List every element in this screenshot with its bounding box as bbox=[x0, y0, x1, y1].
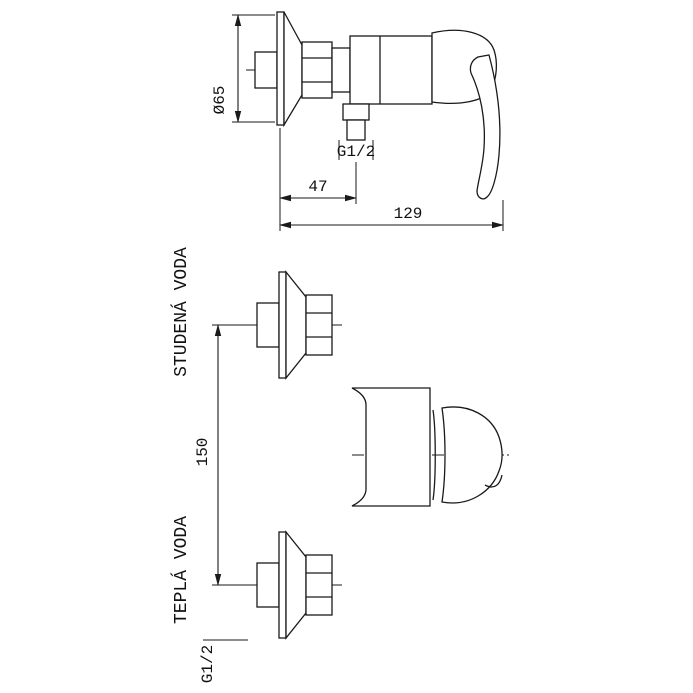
supply-pipe-stub bbox=[256, 302, 280, 348]
lever-tip-curve bbox=[484, 474, 503, 488]
cold-water-label: STUDENÁ VODA bbox=[170, 247, 192, 377]
cap-seam-line bbox=[432, 409, 436, 501]
lever-handle-front bbox=[441, 406, 503, 504]
cold-water-connection bbox=[250, 270, 344, 380]
front-view bbox=[250, 270, 512, 640]
mixer-body-front bbox=[351, 387, 431, 507]
side-view bbox=[246, 11, 501, 200]
supply-thread-label: G1/2 bbox=[199, 645, 217, 683]
wall-plate bbox=[278, 271, 287, 379]
flange-cone bbox=[283, 11, 303, 128]
hot-water-connection bbox=[250, 530, 344, 640]
hex-nut bbox=[305, 294, 333, 356]
dim-depth-label: 129 bbox=[394, 205, 423, 223]
outlet-boss bbox=[342, 103, 370, 121]
outlet-thread-label: G1/2 bbox=[337, 143, 375, 161]
flange-cone bbox=[285, 530, 307, 640]
lever-handle-side bbox=[469, 54, 501, 200]
hex-nut bbox=[301, 41, 333, 99]
hot-water-label: TEPLÁ VODA bbox=[170, 516, 192, 624]
dim-offset-label: 47 bbox=[308, 178, 327, 196]
dimensions: Ø65 G1/2 47 129 150 G1/2 STUDENÁ VODA bbox=[170, 14, 504, 683]
wall-plate bbox=[276, 11, 285, 126]
outlet-thread bbox=[346, 119, 366, 141]
dim-diameter-label: Ø65 bbox=[211, 86, 229, 115]
hex-nut bbox=[305, 554, 333, 616]
mixer-body-side bbox=[349, 35, 433, 105]
flange-cone bbox=[285, 270, 307, 380]
supply-pipe-stub bbox=[254, 51, 278, 89]
dim-spacing-label: 150 bbox=[194, 438, 212, 467]
wall-plate bbox=[278, 531, 287, 639]
body-neck bbox=[331, 47, 351, 93]
supply-pipe-stub bbox=[256, 562, 280, 608]
